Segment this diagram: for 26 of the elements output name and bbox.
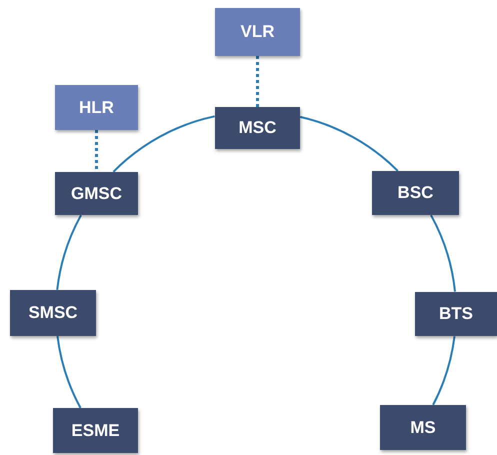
node-label: GMSC <box>71 184 122 204</box>
network-element-box <box>10 290 96 336</box>
database-box <box>215 8 300 56</box>
dotted-connector <box>95 130 98 172</box>
ring-connector <box>300 116 398 172</box>
dotted-connector <box>256 56 259 107</box>
ring-connector <box>432 336 456 406</box>
node-label: VLR <box>240 22 274 42</box>
node-label: BSC <box>398 183 434 203</box>
network-element-box <box>380 405 466 450</box>
node-label: ESME <box>71 420 120 440</box>
node-label: SMSC <box>28 303 78 323</box>
ring-connector <box>56 214 82 290</box>
node-label: BTS <box>439 304 473 324</box>
ring-connector <box>430 214 456 292</box>
network-element-box <box>55 172 138 215</box>
node-label: MS <box>410 418 436 438</box>
database-box <box>55 85 138 130</box>
node-label: HLR <box>79 98 114 118</box>
network-element-box <box>415 292 497 336</box>
network-element-box <box>53 408 138 453</box>
node-label: MSC <box>238 118 276 138</box>
ring-connector <box>112 115 215 173</box>
network-element-box <box>215 107 300 149</box>
ring-connector <box>56 336 82 408</box>
network-element-box <box>372 171 459 215</box>
